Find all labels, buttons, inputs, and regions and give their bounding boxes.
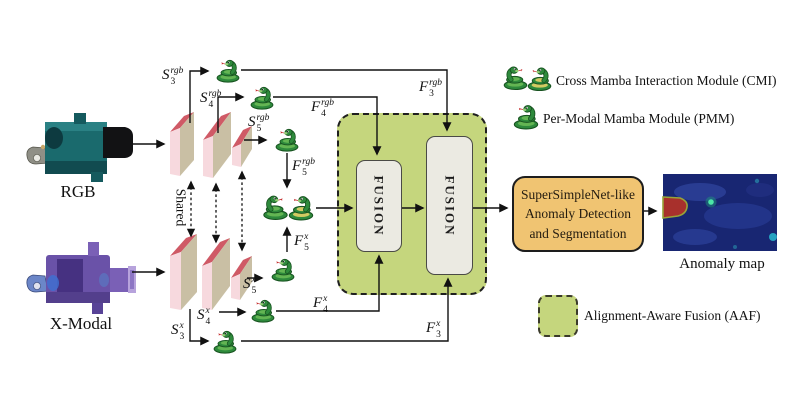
arrow-f3x-to-fusion2 xyxy=(241,277,453,342)
legend-aaf-label: Alignment-Aware Fusion (AAF) xyxy=(584,308,761,323)
aaf-legend-swatch xyxy=(538,295,578,337)
slab-s4-rgb xyxy=(203,112,231,178)
arrow-s4rgb-to-pmm xyxy=(217,92,245,133)
pmm-snake-icon-s3x xyxy=(214,331,236,354)
solid-arrows xyxy=(132,66,658,346)
legend-cmi-label: Cross Mamba Interaction Module (CMI) xyxy=(556,73,777,88)
pmm-snake-icon-s5rgb xyxy=(276,129,298,152)
xmodal-input-label: X-Modal xyxy=(49,314,113,333)
arrow-s3x-to-pmm xyxy=(189,309,210,346)
detector-box: SuperSimpleNet-like Anomaly Detection an… xyxy=(512,176,644,252)
slab-s3-rgb xyxy=(170,112,194,176)
arrow-f3rgb-to-fusion2 xyxy=(241,69,452,132)
arrow-f4rgb-to-fusion1 xyxy=(273,96,382,156)
anomaly-map-caption: Anomaly map xyxy=(679,256,765,272)
pmm-snake-icon-s4rgb xyxy=(251,87,273,110)
detector-line2: Anomaly Detection xyxy=(524,206,632,222)
cmi-double-snake-icon xyxy=(264,195,313,220)
legend-cmi-double-snake-icon xyxy=(504,66,551,90)
xmodal-feature-slabs xyxy=(170,234,252,310)
slab-s5-x xyxy=(231,256,252,300)
shared-backbone-label: Shared xyxy=(173,188,189,227)
legend-pmm-label: Per-Modal Mamba Module (PMM) xyxy=(543,111,735,126)
rgb-input-label: RGB xyxy=(60,182,96,201)
shared-weight-dashed-arrows xyxy=(186,170,247,252)
arrow-f4x-to-fusion1 xyxy=(276,254,384,312)
rgb-input-image xyxy=(26,113,133,182)
fusion-2-label: FUSION xyxy=(442,174,458,237)
fusion-block-1: FUSION xyxy=(356,160,402,252)
pmm-snake-icon-s4x xyxy=(252,300,274,323)
pmm-snake-icon-s5x xyxy=(272,259,294,282)
pmm-snake-icon-s3rgb xyxy=(217,60,239,83)
arrow-s3rgb-to-pmm xyxy=(189,66,210,123)
fusion-block-2: FUSION xyxy=(426,136,473,275)
legend-pmm-snake-icon xyxy=(514,105,537,129)
detector-line3: and Segmentation xyxy=(529,225,627,241)
xmodal-input-image xyxy=(26,242,136,314)
slab-s4-x xyxy=(202,238,230,310)
anomaly-map-image xyxy=(662,174,777,251)
detector-line1: SuperSimpleNet-like xyxy=(521,186,635,202)
fusion-1-label: FUSION xyxy=(372,175,387,237)
slab-s5-rgb xyxy=(232,126,252,167)
anomaly-red-blob xyxy=(662,196,688,219)
rgb-feature-slabs xyxy=(170,112,252,178)
slab-s3-x xyxy=(170,234,197,310)
